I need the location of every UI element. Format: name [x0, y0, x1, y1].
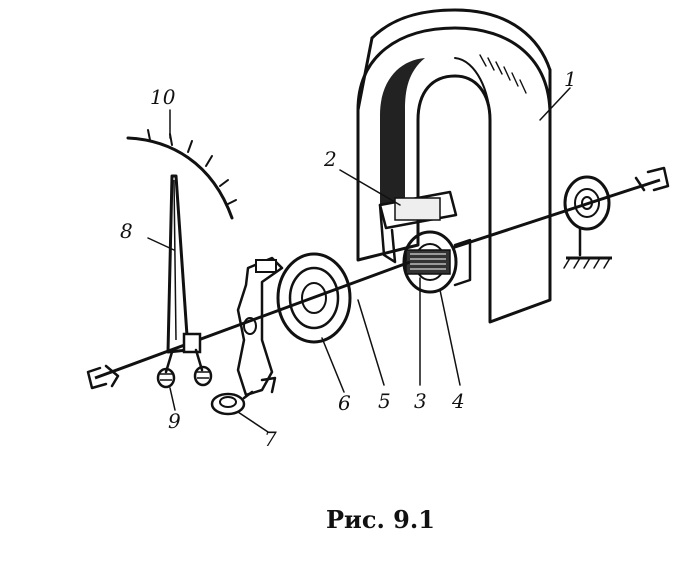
label-5: 5 — [378, 389, 391, 413]
spiral-spring — [276, 252, 352, 344]
label-8: 8 — [120, 219, 133, 243]
axle — [86, 166, 670, 390]
label-10: 10 — [150, 85, 176, 109]
label-1: 1 — [564, 67, 577, 91]
pointer — [166, 174, 202, 354]
counterweights — [156, 348, 213, 389]
label-2: 2 — [323, 147, 337, 171]
label-7: 7 — [264, 427, 277, 451]
label-9: 9 — [168, 409, 181, 433]
label-6: 6 — [338, 391, 351, 415]
pole-pieces — [378, 190, 458, 264]
label-3: 3 — [414, 389, 427, 413]
moving-coil — [402, 230, 472, 294]
figure-caption: Рис. 9.1 — [326, 505, 435, 534]
right-bearing — [563, 175, 612, 269]
leader-lines — [147, 87, 571, 433]
scale-arc — [126, 129, 237, 220]
permanent-magnet — [356, 8, 552, 324]
corrector — [210, 256, 284, 416]
label-4: 4 — [451, 389, 465, 413]
